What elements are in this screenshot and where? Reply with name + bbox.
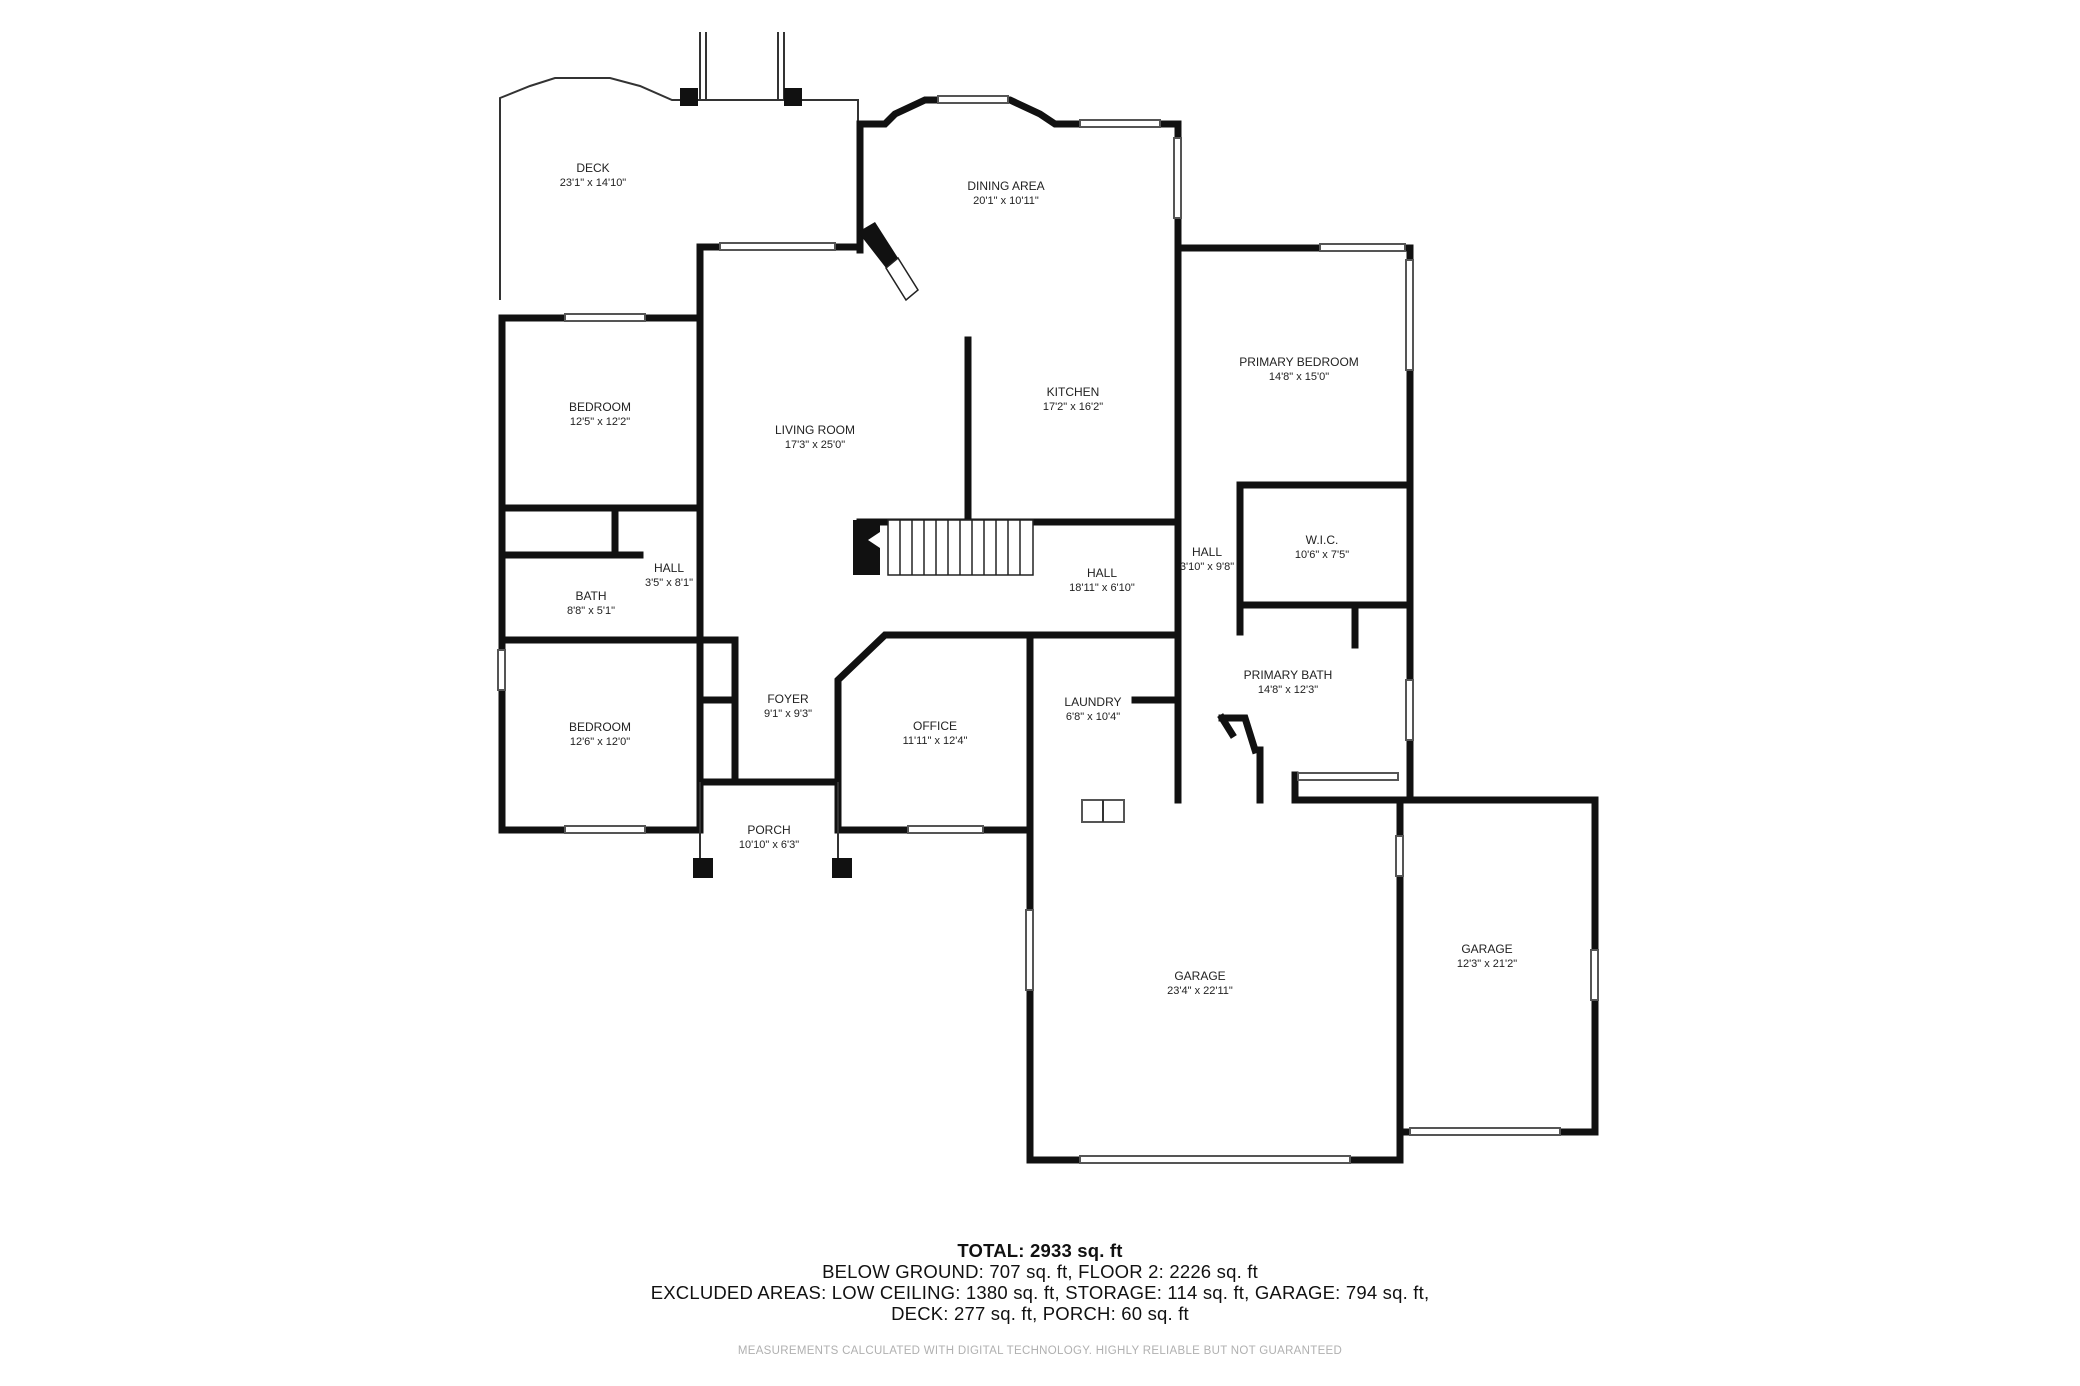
area-breakdown-line-2: EXCLUDED AREAS: LOW CEILING: 1380 sq. ft… [650,1282,1430,1303]
interior-walls [498,244,1414,804]
room-dims-hall-small: 3'5" x 8'1" [645,577,693,589]
windows [497,95,1599,1164]
room-dims-foyer: 9'1" x 9'3" [764,708,812,720]
room-name-hall-small: HALL [654,561,684,575]
area-breakdown-line-1: BELOW GROUND: 707 sq. ft, FLOOR 2: 2226 … [822,1261,1258,1282]
porch [693,782,852,878]
room-dims-primary-bedroom: 14'8" x 15'0" [1269,371,1329,383]
deck-outline [499,32,859,300]
room-dims-laundry: 6'8" x 10'4" [1066,711,1120,723]
room-dims-office: 11'11" x 12'4" [903,735,968,747]
room-labels: DECK 23'1" x 14'10" DINING AREA 20'1" x … [560,161,1517,997]
area-summary: TOTAL: 2933 sq. ft BELOW GROUND: 707 sq.… [0,1240,2080,1324]
room-dims-hall-primary: 3'10" x 9'8" [1180,561,1234,573]
room-dims-bedroom-2: 12'6" x 12'0" [570,736,630,748]
room-name-primary-bedroom: PRIMARY BEDROOM [1239,355,1359,369]
room-name-garage-2: GARAGE [1461,942,1512,956]
room-dims-bath: 8'8" x 5'1" [567,605,615,617]
room-name-wic: W.I.C. [1306,533,1339,547]
stairs [853,222,1125,823]
room-name-primary-bath: PRIMARY BATH [1244,668,1333,682]
room-name-hall-main: HALL [1087,566,1117,580]
room-dims-primary-bath: 14'8" x 12'3" [1258,684,1318,696]
room-dims-bedroom-1: 12'5" x 12'2" [570,416,630,428]
room-name-bedroom-1: BEDROOM [569,400,631,414]
room-name-kitchen: KITCHEN [1047,385,1100,399]
room-name-dining: DINING AREA [967,179,1044,193]
exterior-walls [498,96,1599,1164]
room-dims-hall-main: 18'11" x 6'10" [1069,582,1135,594]
room-name-porch: PORCH [747,823,790,837]
room-name-foyer: FOYER [767,692,809,706]
room-name-office: OFFICE [913,719,957,733]
room-dims-garage-2: 12'3" x 21'2" [1457,958,1517,970]
room-name-deck: DECK [576,161,609,175]
room-dims-wic: 10'6" x 7'5" [1295,549,1349,561]
area-breakdown-line-3: DECK: 277 sq. ft, PORCH: 60 sq. ft [891,1303,1189,1324]
room-name-hall-primary: HALL [1192,545,1222,559]
room-name-laundry: LAUNDRY [1064,695,1121,709]
room-name-bedroom-2: BEDROOM [569,720,631,734]
room-dims-deck: 23'1" x 14'10" [560,177,627,189]
room-name-living: LIVING ROOM [775,423,855,437]
disclaimer: MEASUREMENTS CALCULATED WITH DIGITAL TEC… [737,1345,1343,1357]
room-dims-living: 17'3" x 25'0" [785,439,845,451]
room-dims-dining: 20'1" x 10'11" [973,195,1039,207]
room-name-garage-1: GARAGE [1174,969,1225,983]
room-dims-kitchen: 17'2" x 16'2" [1043,401,1103,413]
total-area: TOTAL: 2933 sq. ft [957,1240,1123,1261]
room-name-bath: BATH [575,589,606,603]
room-dims-garage-1: 23'4" x 22'11" [1167,985,1233,997]
room-dims-porch: 10'10" x 6'3" [739,839,799,851]
